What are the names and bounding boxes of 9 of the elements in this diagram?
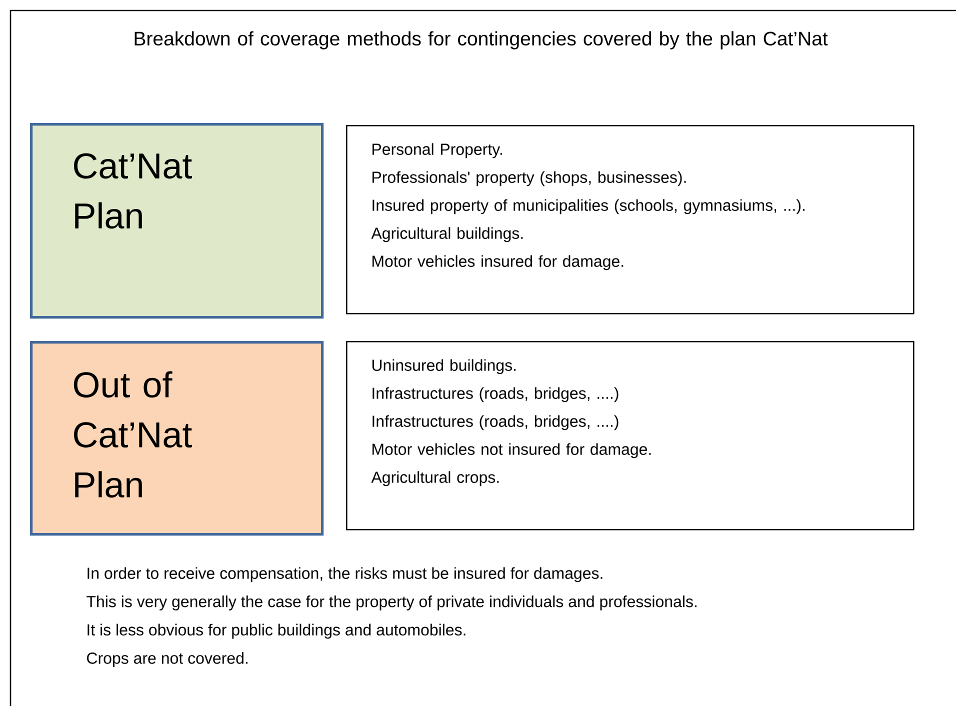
list-box: Uninsured buildings. Infrastructures (roads, bridges, ....) Infrastructures (roads, bridges, ....) Motor vehicles not insured for damage. Agricultural crops. bbox=[346, 341, 914, 530]
category-box: Out of Cat’Nat Plan bbox=[30, 341, 324, 536]
list-box: Personal Property. Professionals' property (shops, businesses). Insured property of municipalities (schools, gymnasiums, ...). Agricultural buildings. Motor vehicles insured for damage. bbox=[346, 125, 914, 314]
note-text: Crops are not covered. bbox=[87, 652, 248, 668]
note-text: It is less obvious for public buildings and automobiles. bbox=[88, 624, 466, 639]
note-text: This is very generally the case for the property of private individuals and professionals. bbox=[86, 596, 696, 610]
note-text: In order to receive compensation, the risks must be insured for damages. bbox=[88, 567, 602, 582]
title: Breakdown of coverage methods for contingencies covered by the plan Cat’Nat bbox=[134, 31, 828, 50]
category-box: Cat’Nat Plan bbox=[30, 123, 324, 319]
